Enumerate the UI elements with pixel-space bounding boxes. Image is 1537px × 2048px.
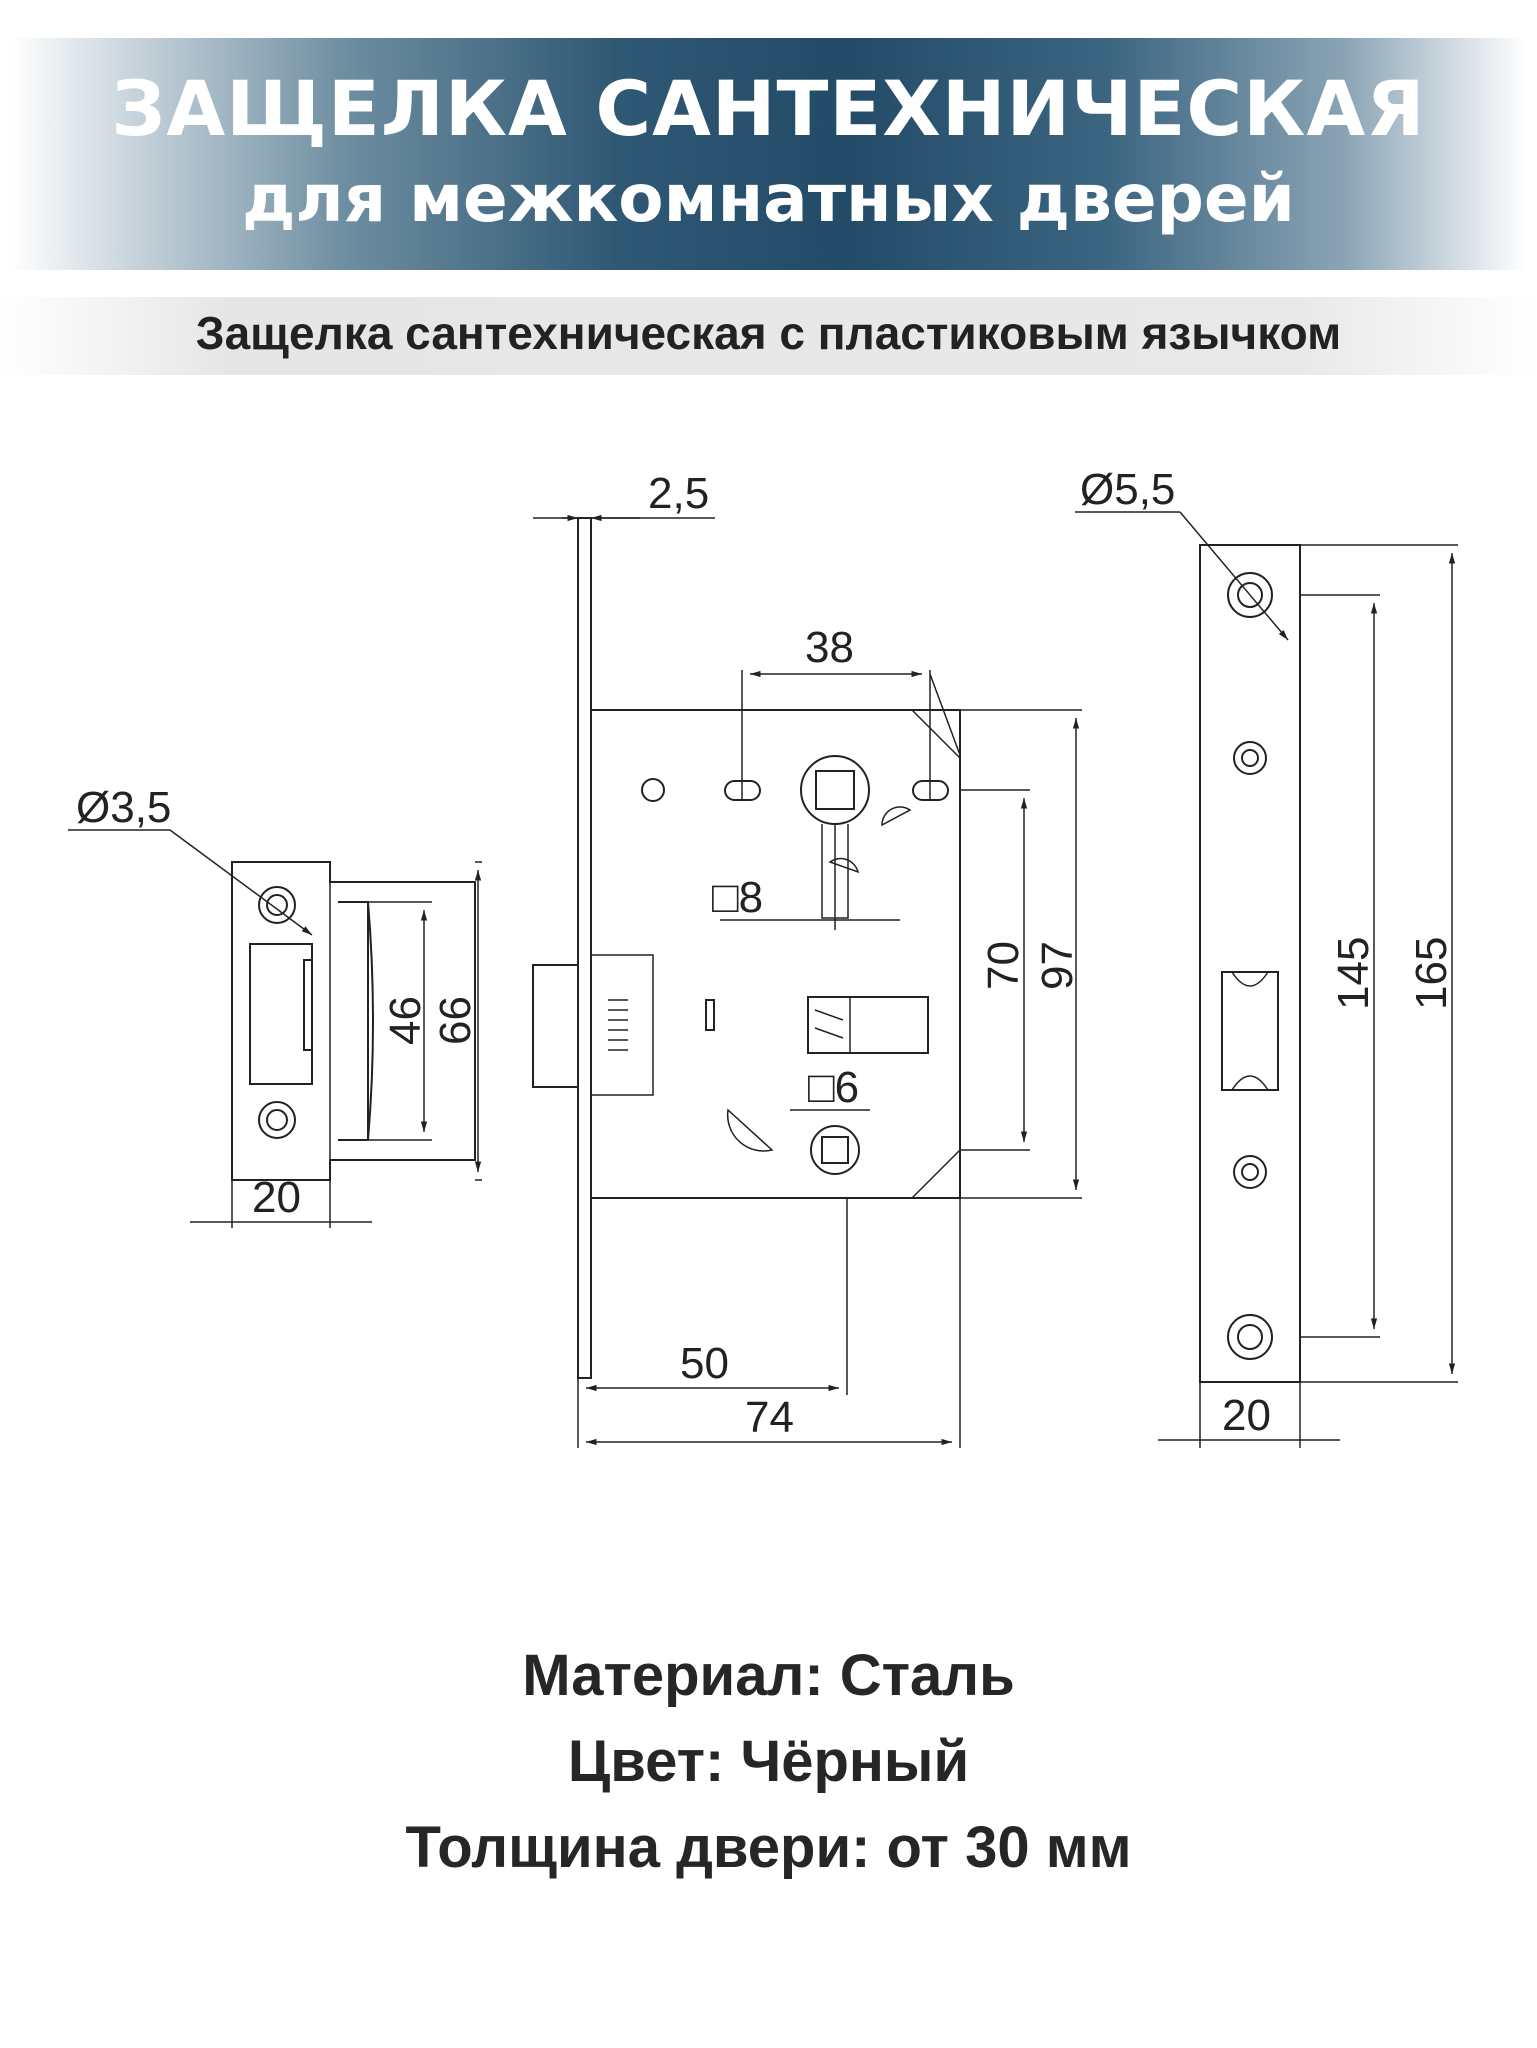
dim-faceplate-width: 20 bbox=[1222, 1391, 1271, 1440]
dim-spindle-distance: 38 bbox=[805, 623, 854, 672]
dim-faceplate-thickness: 2,5 bbox=[648, 469, 709, 518]
dim-case-height: 97 bbox=[1033, 941, 1082, 990]
product-title: ЗАЩЕЛКА САНТЕХНИЧЕСКАЯ bbox=[111, 64, 1426, 153]
dim-strike-width: 20 bbox=[252, 1173, 301, 1222]
dim-strike-height: 66 bbox=[431, 996, 480, 1045]
header-banner bbox=[10, 38, 1527, 270]
description-bar bbox=[0, 297, 1537, 375]
dim-strike-hole: Ø3,5 bbox=[76, 783, 171, 832]
spec-material: Материал: Сталь bbox=[522, 1643, 1015, 1708]
faceplate bbox=[1199, 544, 1301, 1383]
dim-strike-inner-height: 46 bbox=[381, 996, 430, 1045]
spec-color: Цвет: Чёрный bbox=[567, 1729, 970, 1794]
dim-square-thumbturn: □6 bbox=[808, 1063, 859, 1112]
product-description: Защелка сантехническая с пластиковым язы… bbox=[195, 307, 1342, 359]
spec-door-thickness: Толщина двери: от 30 мм bbox=[405, 1815, 1132, 1880]
product-subtitle: для межкомнатных дверей bbox=[242, 160, 1295, 237]
lock-body bbox=[532, 517, 961, 1379]
dim-faceplate-hole-distance: 145 bbox=[1329, 937, 1378, 1010]
dim-faceplate-hole: Ø5,5 bbox=[1080, 465, 1175, 514]
dim-backset: 50 bbox=[680, 1339, 729, 1388]
dim-square-spindle: □8 bbox=[712, 873, 763, 922]
dim-center-distance: 70 bbox=[979, 941, 1028, 990]
dim-faceplate-height: 165 bbox=[1407, 937, 1456, 1010]
dim-case-depth: 74 bbox=[745, 1393, 794, 1442]
